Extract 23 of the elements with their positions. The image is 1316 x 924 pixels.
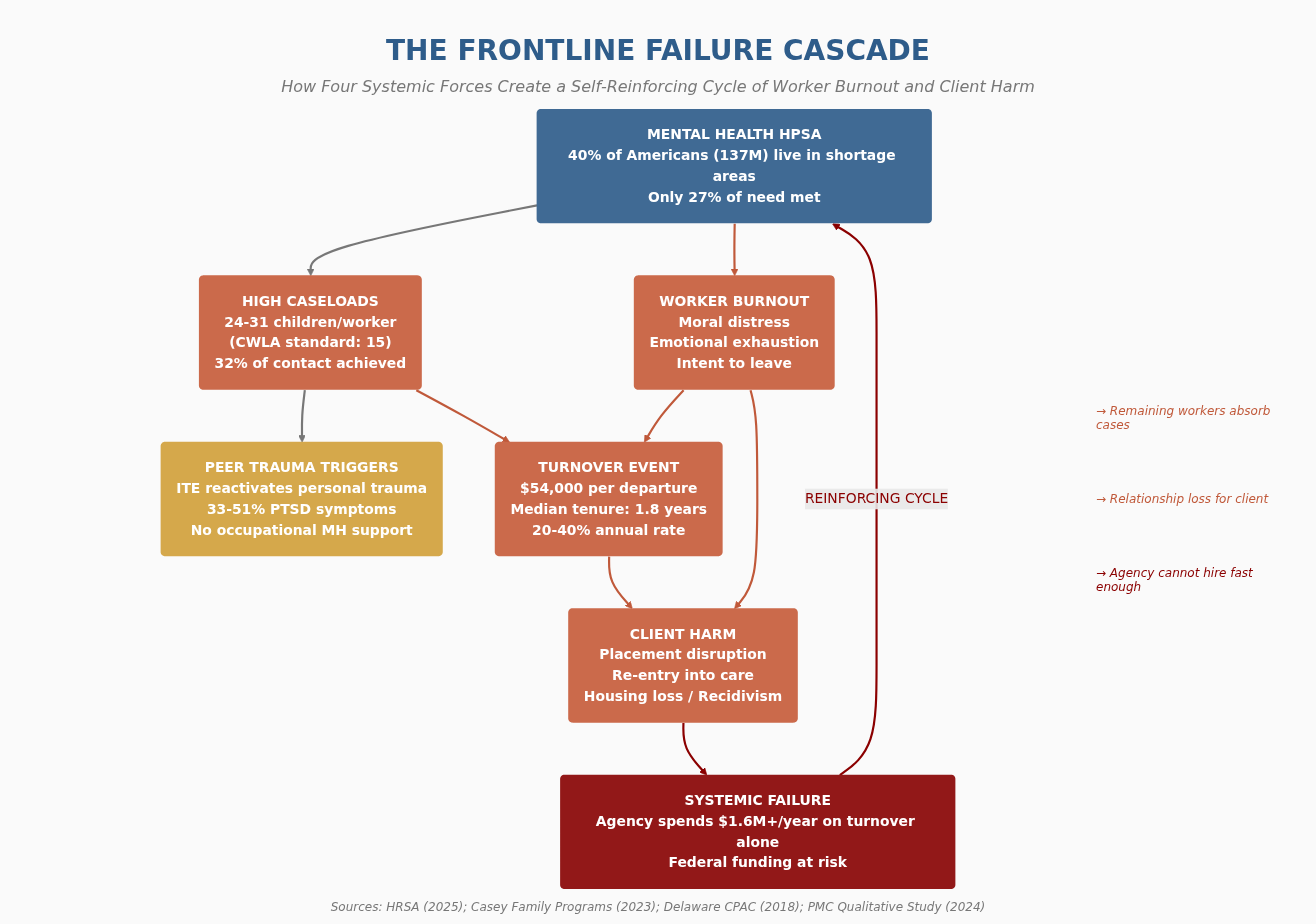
node-box: PEER TRAUMA TRIGGERS ITE reactivates personal trauma 33-51% PTSD symptoms No occupational MH support	[160, 441, 443, 557]
arrow	[415, 389, 510, 443]
arrow	[607, 556, 633, 609]
arrow	[734, 389, 759, 609]
node-box: CLIENT HARM Placement disruption Re-entry into care Housing loss / Recidivism	[568, 608, 798, 723]
caption: Sources: HRSA (2025); Casey Family Programs (2023); Delaware CPAC (2018); PMC Qualitative Study (2024)	[330, 900, 986, 914]
diagram-title: THE FRONTLINE FAILURE CASCADE	[386, 34, 930, 67]
node-box: TURNOVER EVENT $54,000 per departure Median tenure: 1.8 years 20-40% annual rate	[494, 441, 723, 557]
note: → Relationship loss for client	[1096, 492, 1270, 506]
arrow	[682, 723, 708, 776]
node-box: MENTAL HEALTH HPSA 40% of Americans (137M) live in shortage areas Only 27% of need met	[536, 108, 932, 224]
node-box: SYSTEMIC FAILURE Agency spends $1.6M+/year on turnover alone Federal funding at risk	[560, 774, 956, 890]
arrow	[306, 204, 538, 277]
edge-label: REINFORCING CYCLE	[804, 490, 949, 507]
arrow	[730, 223, 739, 277]
arrow	[832, 223, 878, 776]
subtitle: How Four Systemic Forces Create a Self-Reinforcing Cycle of Worker Burnout and Client Harm	[281, 77, 1035, 96]
arrow	[644, 389, 685, 443]
node-box: HIGH CASELOADS 24-31 children/worker (CWLA standard: 15) 32% of contact achieved	[198, 275, 422, 390]
arrow	[298, 390, 306, 443]
note: → Agency cannot hire fast enough	[1096, 566, 1254, 594]
note: → Remaining workers absorb cases	[1096, 404, 1272, 432]
node-box: WORKER BURNOUT Moral distress Emotional exhaustion Intent to leave	[633, 275, 835, 390]
